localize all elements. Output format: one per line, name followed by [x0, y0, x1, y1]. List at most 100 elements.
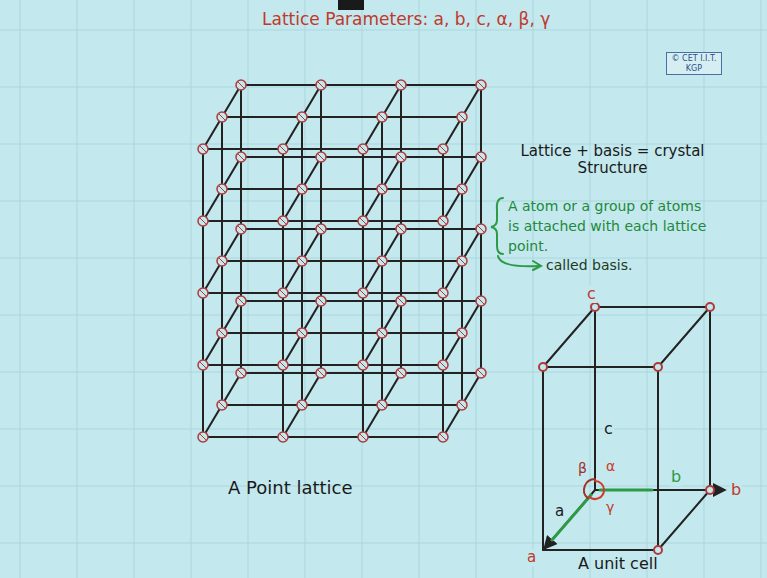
lattice-line — [222, 332, 462, 334]
lattice-line — [203, 229, 241, 293]
a-highlight — [552, 495, 591, 540]
cell-edge — [543, 549, 658, 551]
lattice-line — [241, 156, 481, 158]
lattice-point-mark — [299, 258, 305, 264]
cell-edge — [658, 307, 710, 367]
lattice-point-mark — [318, 298, 324, 304]
lattice-point — [396, 152, 406, 162]
lattice-point — [278, 432, 288, 442]
lattice-point-mark — [478, 370, 484, 376]
grid-line — [0, 315, 767, 316]
lattice-line — [283, 373, 321, 437]
lattice-point-mark — [398, 226, 404, 232]
lattice-point-mark — [478, 226, 484, 232]
lattice-point-mark — [398, 154, 404, 160]
lattice-point-mark — [200, 434, 206, 440]
cell-edge — [543, 307, 595, 367]
lattice-point-mark — [459, 258, 465, 264]
cell-edge — [709, 307, 711, 490]
lattice-point — [377, 112, 387, 122]
lattice-line — [443, 229, 481, 293]
lattice-point — [236, 296, 246, 306]
lattice-point — [278, 288, 288, 298]
lattice-point-mark — [318, 154, 324, 160]
cell-point — [591, 303, 599, 311]
lattice-point — [198, 360, 208, 370]
lattice-line — [443, 373, 481, 437]
lattice-point-mark — [200, 290, 206, 296]
lattice-point-mark — [219, 258, 225, 264]
cell-edge — [542, 367, 544, 550]
lattice-point — [377, 400, 387, 410]
lattice-line — [283, 229, 321, 293]
lattice-point-mark — [318, 370, 324, 376]
lattice-line — [222, 116, 462, 118]
lattice-point-mark — [318, 226, 324, 232]
lattice-point — [217, 184, 227, 194]
lattice-line — [283, 157, 321, 221]
lattice-line — [241, 228, 481, 230]
lattice-point-mark — [280, 218, 286, 224]
axis-label: a — [526, 549, 537, 566]
beta-arc — [584, 479, 595, 498]
lattice-point-mark — [398, 298, 404, 304]
lattice-point — [358, 360, 368, 370]
lattice-point — [358, 144, 368, 154]
lattice-line — [363, 229, 401, 293]
lattice-line — [203, 373, 241, 437]
lattice-point-mark — [459, 114, 465, 120]
lattice-point — [297, 112, 307, 122]
lattice-point — [316, 368, 326, 378]
figure-caption: A Point lattice — [228, 478, 353, 499]
lattice-point-mark — [238, 154, 244, 160]
lattice-point — [236, 224, 246, 234]
lattice-point — [457, 256, 467, 266]
lattice-point — [217, 256, 227, 266]
lattice-point-mark — [379, 114, 385, 120]
lattice-line — [443, 157, 481, 221]
lattice-point-mark — [379, 258, 385, 264]
figure-caption: A unit cell — [578, 555, 658, 573]
lattice-line — [203, 157, 241, 221]
cell-point — [706, 303, 714, 311]
lattice-point-mark — [360, 434, 366, 440]
lattice-point-mark — [318, 82, 324, 88]
lattice-point-mark — [200, 146, 206, 152]
lattice-line — [363, 157, 401, 221]
lattice-line — [283, 301, 321, 365]
lattice-point — [217, 400, 227, 410]
lattice-point-mark — [478, 154, 484, 160]
lattice-point-mark — [440, 434, 446, 440]
lattice-point — [278, 360, 288, 370]
lattice-point-mark — [219, 114, 225, 120]
lattice-point — [476, 80, 486, 90]
lattice-point — [236, 152, 246, 162]
lattice-point — [438, 144, 448, 154]
lattice-line — [241, 372, 481, 374]
lattice-point — [236, 80, 246, 90]
lattice-point — [438, 432, 448, 442]
title: Lattice Parameters: a, b, c, α, β, γ — [262, 10, 550, 30]
unit-cell — [539, 303, 724, 554]
lattice-point-mark — [238, 298, 244, 304]
note: Lattice + basis = crystal Structure — [505, 143, 720, 178]
lattice-point-mark — [238, 82, 244, 88]
lattice-point — [457, 112, 467, 122]
cell-point — [654, 546, 662, 554]
cell-point — [539, 363, 547, 371]
cell-point — [706, 486, 714, 494]
lattice-point — [457, 328, 467, 338]
note: called basis. — [546, 257, 632, 273]
lattice-point — [297, 400, 307, 410]
lattice-line — [203, 364, 443, 366]
lattice-point-mark — [379, 330, 385, 336]
lattice-line — [222, 188, 462, 190]
logo-box: © CET I.I.T. KGP — [666, 52, 722, 75]
lattice-point-mark — [280, 362, 286, 368]
lattice-point — [297, 256, 307, 266]
lattice-line — [203, 220, 443, 222]
cell-edge — [657, 367, 659, 550]
lattice-point-mark — [219, 186, 225, 192]
lattice-line — [363, 301, 401, 365]
